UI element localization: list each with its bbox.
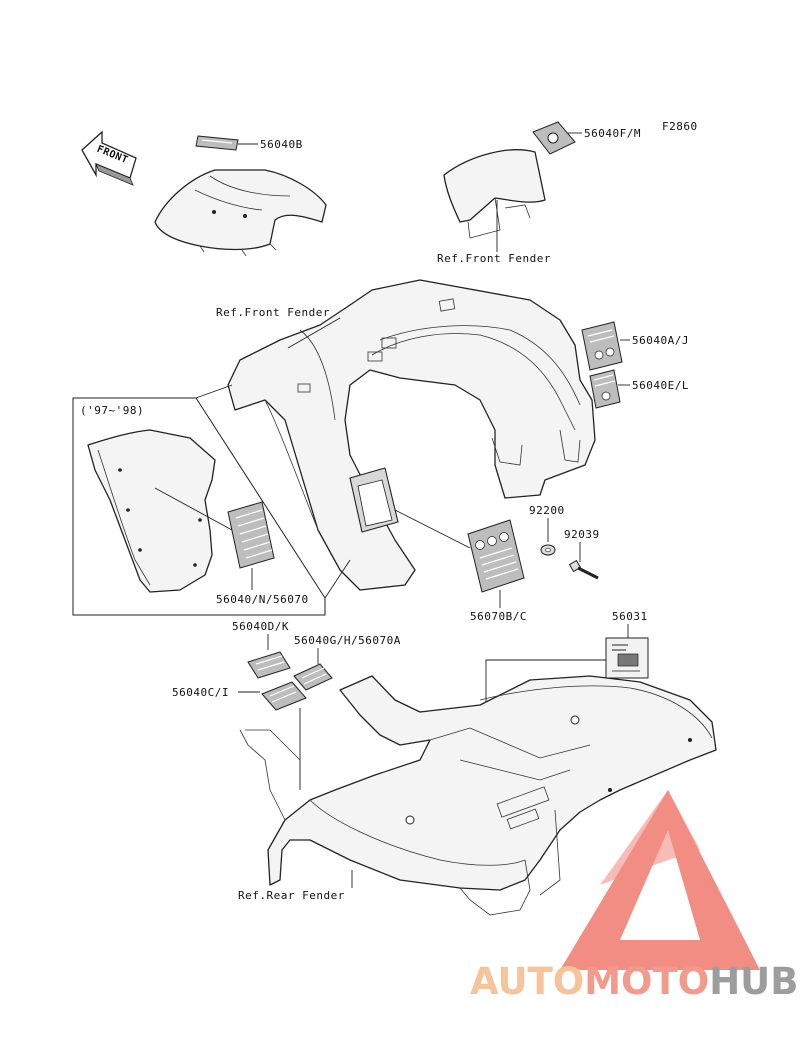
decal-56040aj	[581, 321, 623, 371]
watermark-text: AUTOMOTOHUB	[470, 960, 798, 1003]
label-56040dk: 56040D/K	[232, 620, 289, 633]
label-56070bc: 56070B/C	[470, 610, 527, 623]
decal-56040ci	[261, 681, 307, 711]
label-ref-rear-fender: Ref.Rear Fender	[238, 889, 345, 902]
front-arrow-icon: FRONT	[81, 130, 137, 186]
label-56031: 56031	[612, 610, 648, 623]
inset-box: ('97~'98) 56040/N/56070	[72, 384, 351, 616]
label-56040n56070: 56040/N/56070	[216, 593, 309, 606]
automotohub-watermark: AUTOMOTOHUB	[470, 790, 798, 1003]
label-56040ci: 56040C/I	[172, 686, 229, 699]
label-92200: 92200	[529, 504, 565, 517]
decal-56040fm	[532, 121, 576, 155]
label-56040aj: 56040A/J	[632, 334, 689, 347]
year-note: ('97~'98)	[80, 404, 144, 417]
bolt-92039-icon	[568, 559, 599, 580]
decal-56040el	[589, 369, 621, 409]
washer-92200-icon	[540, 544, 556, 556]
figure-code: F2860	[662, 120, 698, 133]
label-56040fm: 56040F/M	[584, 127, 641, 140]
front-fender-body	[227, 279, 596, 591]
label-56040b: 56040B	[260, 138, 303, 151]
front-cover-part	[154, 169, 327, 257]
watermark-triangle-icon	[560, 790, 760, 970]
fender-cover-part	[443, 149, 546, 239]
decal-56070bc	[467, 519, 525, 593]
label-56040el: 56040E/L	[632, 379, 689, 392]
decal-56040gh	[293, 663, 333, 691]
caution-label-56031	[605, 637, 649, 679]
decal-56040n-inset	[227, 501, 275, 569]
decal-56040dk	[247, 651, 291, 679]
decal-56040b	[195, 135, 239, 151]
label-ref-front-fender-mid: Ref.Front Fender	[216, 306, 330, 319]
label-ref-front-fender-top: Ref.Front Fender	[437, 252, 551, 265]
rear-fender-body	[239, 675, 717, 916]
label-56040gh56070a: 56040G/H/56070A	[294, 634, 401, 647]
label-92039: 92039	[564, 528, 600, 541]
